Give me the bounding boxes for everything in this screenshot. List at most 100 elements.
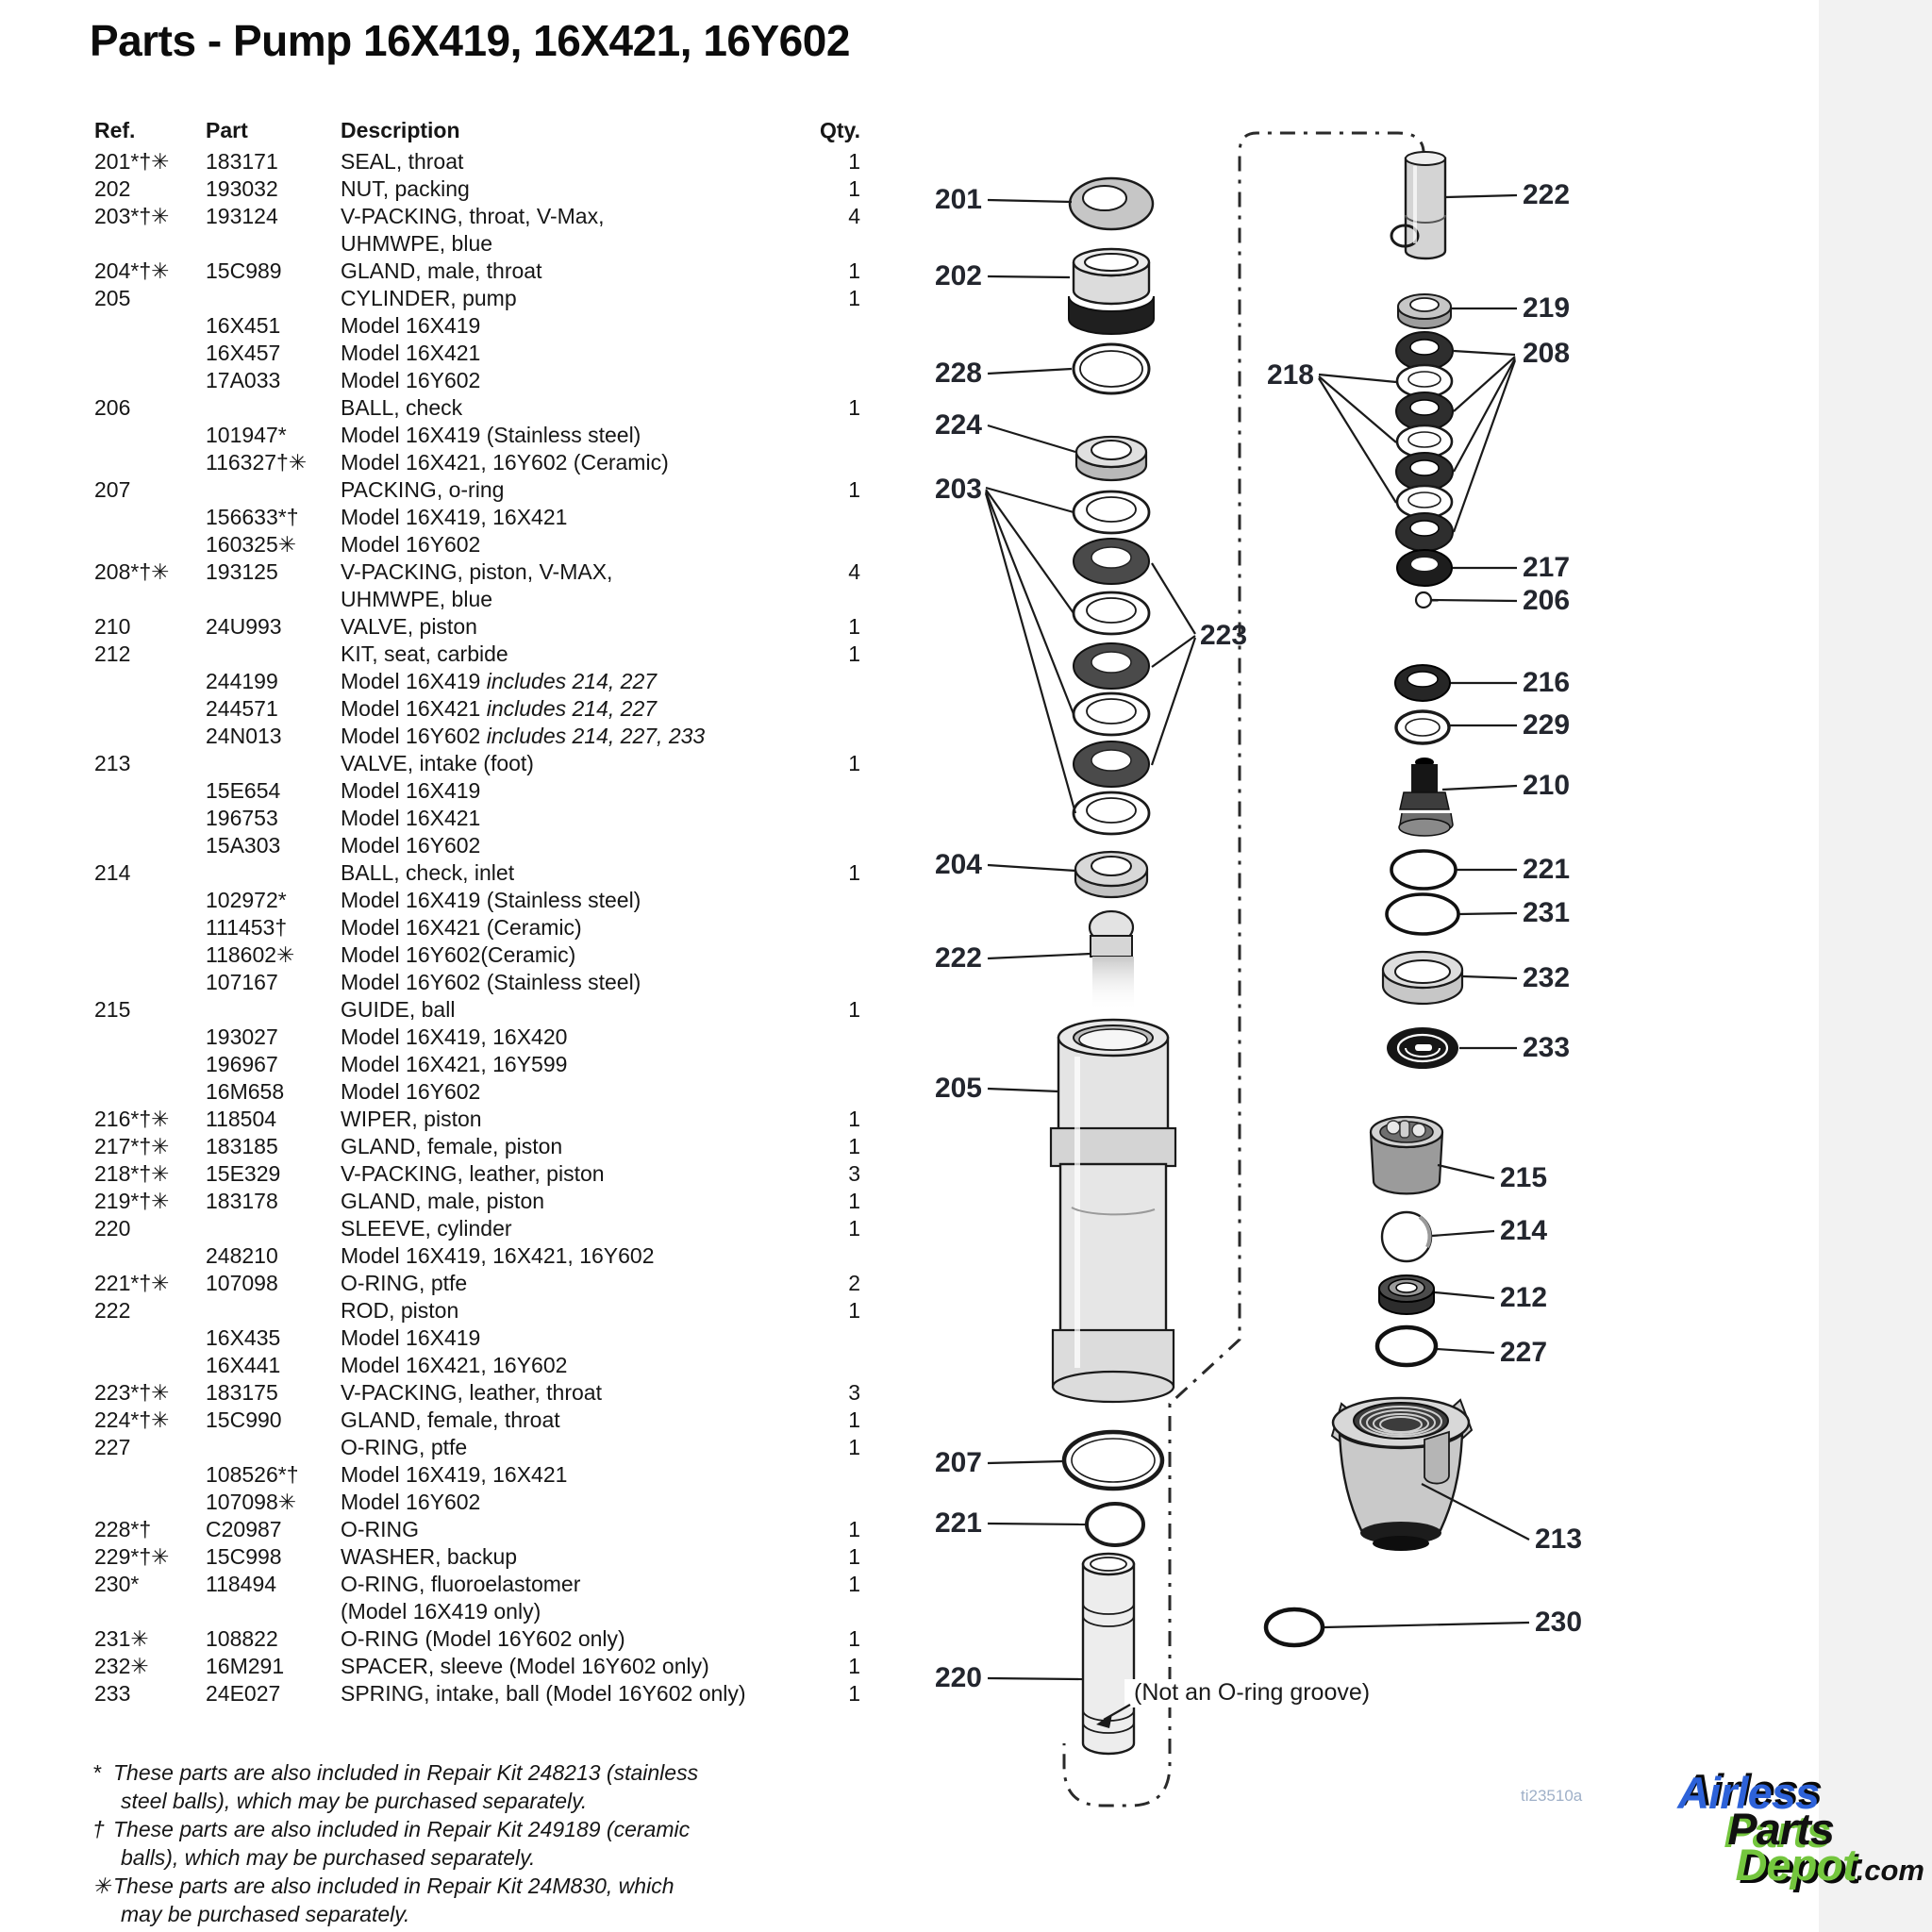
cell-ref: 228*†	[94, 1517, 152, 1541]
cell-ref	[94, 1078, 206, 1106]
cell-qty: 1	[848, 1407, 860, 1432]
cell-qty	[804, 969, 860, 996]
callout-number-221: 221	[1523, 854, 1570, 885]
cell-qty: 1	[848, 1435, 860, 1459]
exploded-parts-diagram: (Not an O-ring groove)	[887, 75, 1932, 1849]
part-222-piston-rod-top	[1088, 909, 1135, 1011]
cell-desc: UHMWPE, blue	[341, 231, 493, 256]
callout-line-222	[1445, 193, 1518, 199]
cell-ref: 222	[94, 1298, 131, 1323]
cell-desc: Model 16Y602	[341, 833, 481, 858]
cell-desc: O-RING, fluoroelastomer	[341, 1572, 581, 1596]
cell-qty: 1	[848, 1189, 860, 1213]
cell-ref: 219*†✳	[94, 1189, 170, 1213]
cell-qty	[804, 1242, 860, 1270]
cell-qty: 1	[848, 1544, 860, 1569]
cell-desc: NUT, packing	[341, 176, 470, 201]
not-oring-groove-note: (Not an O-ring groove)	[1096, 1679, 1370, 1728]
cell-part: 108822	[206, 1626, 278, 1651]
cell-desc: Model 16X421 (Ceramic)	[341, 915, 582, 940]
callout-line-224	[987, 424, 1076, 454]
cell-desc: VALVE, intake (foot)	[341, 751, 534, 775]
table-row: 118602✳Model 16Y602(Ceramic)	[94, 941, 860, 969]
cell-qty	[804, 887, 860, 914]
part-203-223-throat-vpacking-stack	[1072, 490, 1151, 836]
cell-part: 107167	[206, 970, 278, 994]
logo-word-depot: Depot	[1735, 1839, 1857, 1890]
page-right-margin-band	[1819, 0, 1932, 1932]
callout-number-228: 228	[935, 358, 982, 389]
cell-qty	[804, 805, 860, 832]
callout-number-204: 204	[935, 849, 982, 880]
part-233-intake-spring	[1387, 1027, 1458, 1069]
cell-qty: 1	[848, 1298, 860, 1323]
part-202-packing-nut	[1068, 247, 1155, 335]
logo-suffix-com: .com	[1856, 1853, 1924, 1887]
callout-line-210	[1441, 784, 1518, 791]
callout-number-217: 217	[1523, 552, 1570, 583]
cell-desc: WIPER, piston	[341, 1107, 482, 1131]
cell-ref	[94, 887, 206, 914]
cell-ref	[94, 1598, 206, 1625]
cell-desc: GLAND, male, piston	[341, 1189, 545, 1213]
cell-qty	[804, 1352, 860, 1379]
cell-part: 193027	[206, 1024, 278, 1049]
cell-qty: 1	[848, 395, 860, 420]
cell-desc: GLAND, male, throat	[341, 258, 542, 283]
cell-desc: SPRING, intake, ball (Model 16Y602 only)	[341, 1681, 746, 1706]
cell-part: 193032	[206, 176, 278, 201]
callout-line-206	[1431, 598, 1518, 603]
callout-line-215	[1437, 1163, 1495, 1180]
cell-desc: O-RING, ptfe	[341, 1271, 468, 1295]
part-206-check-ball	[1414, 591, 1433, 609]
page-title: Parts - Pump 16X419, 16X421, 16Y602	[90, 16, 850, 65]
cell-desc: V-PACKING, throat, V-Max,	[341, 204, 605, 228]
cell-qty	[804, 312, 860, 340]
cell-qty: 1	[848, 1654, 860, 1678]
callout-number-227: 227	[1500, 1337, 1547, 1368]
cell-desc: O-RING (Model 16Y602 only)	[341, 1626, 625, 1651]
cell-desc: Model 16X421, 16Y602	[341, 1353, 568, 1377]
table-row: (Model 16X419 only)	[94, 1598, 860, 1625]
cell-qty: 1	[848, 751, 860, 775]
cell-part: 183178	[206, 1189, 278, 1213]
cell-desc: KIT, seat, carbide	[341, 641, 508, 666]
cell-part: 17A033	[206, 368, 281, 392]
table-row: 108526*†Model 16X419, 16X421	[94, 1461, 860, 1489]
cell-ref	[94, 531, 206, 558]
callout-line-231	[1458, 911, 1518, 916]
cell-part: C20987	[206, 1517, 282, 1541]
cell-part: 15C989	[206, 258, 282, 283]
cell-qty: 1	[848, 477, 860, 502]
cell-desc: VALVE, piston	[341, 614, 477, 639]
cell-ref: 231✳	[94, 1626, 149, 1651]
cell-desc: Model 16X419, 16X420	[341, 1024, 568, 1049]
part-205-pump-cylinder	[1049, 1018, 1177, 1404]
cell-ref: 227	[94, 1435, 131, 1459]
cell-qty: 1	[848, 1681, 860, 1706]
callout-number-202: 202	[935, 260, 982, 291]
cell-qty: 2	[848, 1271, 860, 1295]
cell-ref: 233	[94, 1681, 131, 1706]
cell-desc: GLAND, female, throat	[341, 1407, 560, 1432]
callout-line-207	[987, 1459, 1064, 1465]
cell-part	[206, 586, 341, 613]
callout-number-210: 210	[1523, 770, 1570, 801]
cell-desc: WASHER, backup	[341, 1544, 518, 1569]
cell-qty: 4	[848, 204, 860, 228]
callout-number-230: 230	[1535, 1607, 1582, 1638]
cell-ref	[94, 504, 206, 531]
cell-desc: Model 16X419 (Stainless steel)	[341, 888, 641, 912]
cell-desc: Model 16Y602	[341, 368, 481, 392]
cell-qty: 1	[848, 860, 860, 885]
callout-number-233: 233	[1523, 1032, 1570, 1063]
